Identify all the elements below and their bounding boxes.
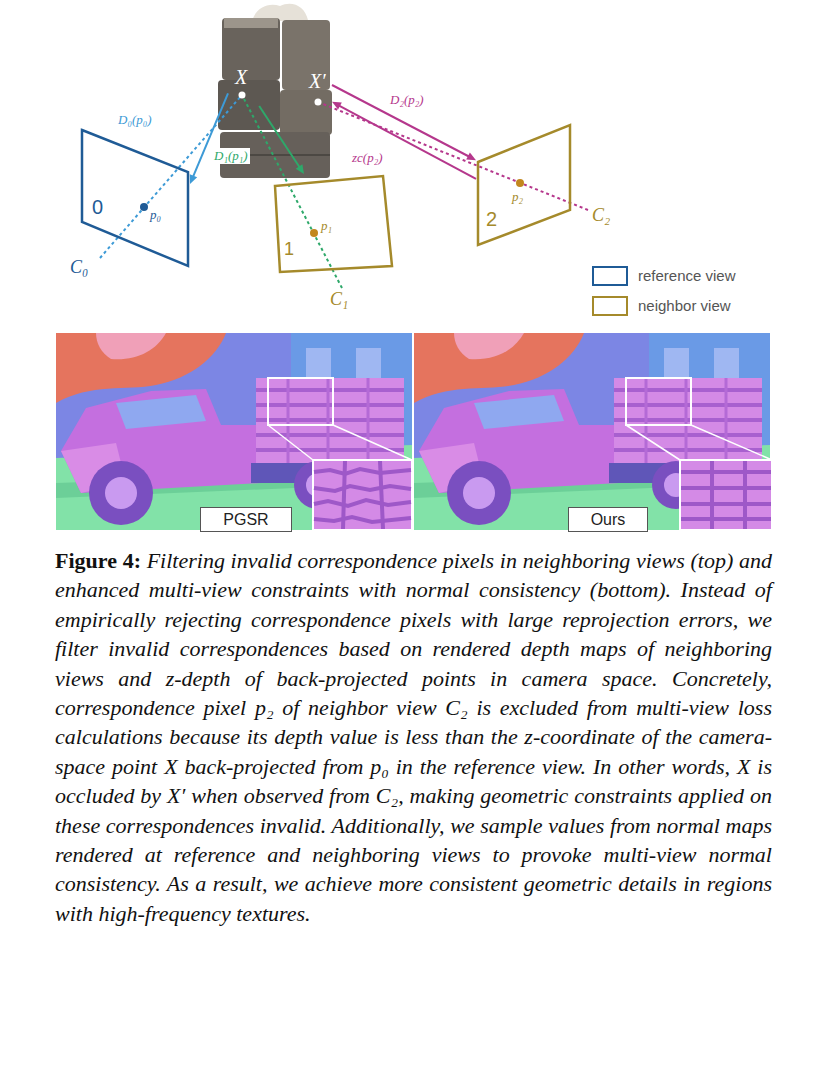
art-line <box>242 95 342 288</box>
art-circle <box>516 179 524 187</box>
art-polyline <box>314 500 411 506</box>
art-line <box>681 517 771 521</box>
art-use <box>56 333 412 530</box>
art-line <box>380 461 383 529</box>
neighbor-view-plane: 2 p₂ <box>476 123 572 247</box>
legend-swatch <box>592 266 628 286</box>
art-circle <box>140 203 148 211</box>
legend-text: neighbor view <box>638 297 731 315</box>
edge-label: D₂(p₂) <box>388 92 426 108</box>
projection-arrow <box>332 85 476 160</box>
art-g <box>681 461 771 529</box>
art-rect <box>313 460 412 530</box>
art-line <box>100 95 242 258</box>
legend-swatch <box>592 296 628 316</box>
node-text: Ours <box>591 511 626 529</box>
scene-point-group: X X′ <box>228 64 332 106</box>
art-line <box>268 425 313 460</box>
art-polyline <box>314 469 411 474</box>
art-line <box>681 502 771 506</box>
node-text: p₀ <box>150 208 161 222</box>
node-text: PGSR <box>223 511 268 529</box>
art-rect <box>222 18 280 80</box>
reference-view-plane: 0 p₀ <box>80 128 190 268</box>
art-circle <box>310 229 318 237</box>
node-text: X <box>235 66 247 88</box>
legend-text: reference view <box>638 267 736 285</box>
art-line <box>681 486 771 490</box>
art-line <box>681 470 771 474</box>
art-line <box>626 425 680 460</box>
art-line <box>691 425 772 460</box>
node-text: X′ <box>309 70 326 92</box>
node-text: 1 <box>284 240 294 260</box>
art-circle <box>239 92 246 99</box>
arrow-line <box>339 106 476 179</box>
art-rect <box>268 378 333 425</box>
art-polyline <box>314 486 411 491</box>
arrow-line <box>193 93 228 176</box>
projection-arrow <box>259 106 304 174</box>
node-text: 2 <box>486 208 497 230</box>
art-line <box>710 461 714 529</box>
art-line <box>743 461 747 529</box>
neighbor-view-plane: 1 p₁ <box>274 174 394 274</box>
art-line <box>333 425 412 460</box>
art-g <box>314 461 411 529</box>
arrow-line <box>332 85 469 156</box>
arrow-head <box>332 102 342 110</box>
node-text: p₁ <box>321 219 332 233</box>
arrow-head <box>296 164 304 174</box>
camera-center-label: C₂ <box>592 206 610 226</box>
arrow-head <box>466 152 476 160</box>
edge-label: D₀(p₀) <box>116 112 154 128</box>
plane-border <box>82 130 188 266</box>
art-polyline <box>314 517 411 522</box>
projection-arrow <box>190 93 228 184</box>
art-line <box>343 461 345 529</box>
arrow-line <box>259 106 299 167</box>
art-rect <box>680 460 772 530</box>
camera-center-label: C₁ <box>330 290 348 310</box>
art-rect <box>280 90 332 135</box>
node-text: p₂ <box>512 190 523 204</box>
method-label: PGSR <box>200 507 292 532</box>
art-rect <box>224 18 278 28</box>
edge-label: zc(p₂) <box>350 150 385 166</box>
projection-arrow <box>332 102 476 179</box>
plane-border <box>478 125 570 245</box>
art-line <box>318 102 588 210</box>
arrow-head <box>190 174 197 184</box>
figure-caption: Figure 4: Filtering invalid corresponden… <box>55 546 772 928</box>
art-rect <box>626 378 691 425</box>
node-text: 0 <box>92 196 103 218</box>
edge-label: D₁(p₁) <box>212 148 250 164</box>
art-circle <box>315 99 322 106</box>
plane-border <box>275 176 392 272</box>
camera-center-label: C₀ <box>70 258 88 278</box>
method-label: Ours <box>568 507 648 532</box>
